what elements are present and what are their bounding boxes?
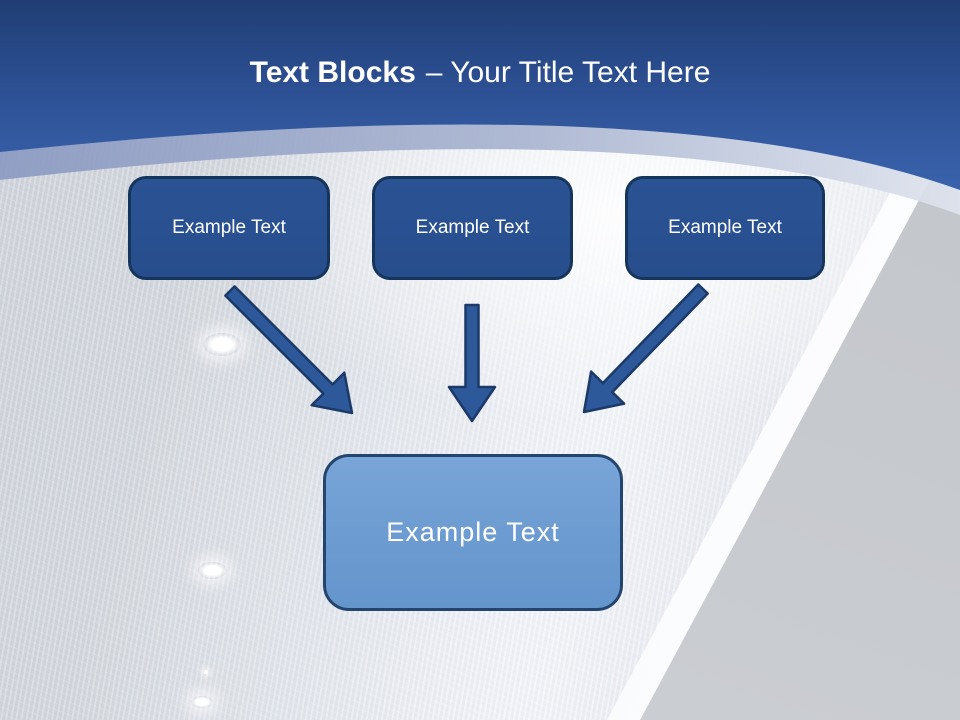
- title-emphasis: Text Blocks: [249, 56, 416, 89]
- source-box-2: Example Text: [372, 176, 573, 280]
- header-curve: [0, 0, 960, 215]
- ceiling-light-small: [203, 669, 209, 675]
- header-blue-shape: [0, 0, 960, 190]
- slide-title: Text Blocks – Your Title Text Here: [0, 53, 960, 93]
- source-box-1: Example Text: [128, 176, 330, 280]
- source-box-3: Example Text: [625, 176, 825, 280]
- target-box: Example Text: [323, 454, 623, 611]
- target-box-label: Example Text: [386, 517, 560, 547]
- source-box-label: Example Text: [668, 217, 782, 238]
- ceiling-light: [198, 562, 227, 579]
- ceiling-light: [203, 333, 241, 356]
- source-box-label: Example Text: [172, 217, 286, 238]
- ceiling-light: [191, 696, 213, 708]
- source-box-label: Example Text: [415, 217, 530, 238]
- title-rest: – Your Title Text Here: [425, 56, 711, 89]
